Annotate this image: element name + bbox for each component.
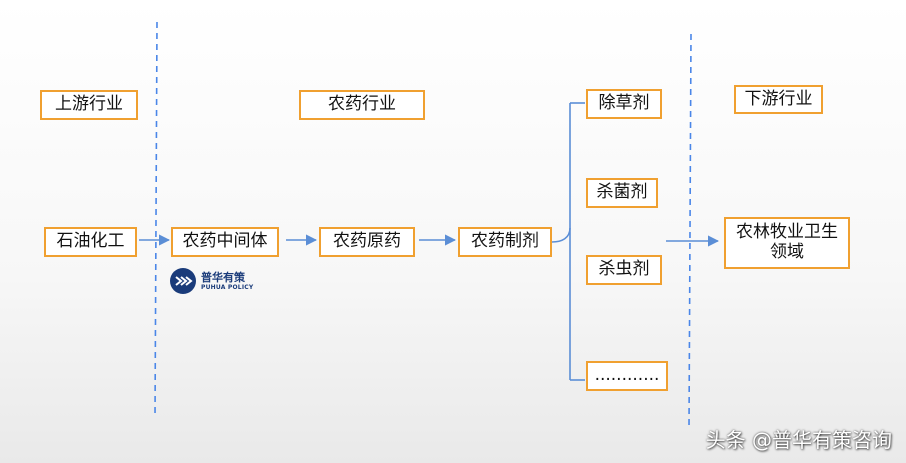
logo-text-en: PUHUA POLICY (201, 283, 254, 291)
node-technical: 农药原药 (319, 227, 415, 257)
divider-line-left (154, 21, 158, 419)
logo-text-cn: 普华有策 (201, 270, 245, 284)
node-downstream-field: 农林牧业卫生领域 (724, 217, 850, 269)
header-pesticide: 农药行业 (299, 90, 425, 120)
node-formulation: 农药制剂 (458, 227, 552, 257)
node-others: ............ (586, 361, 668, 391)
logo: 普华有策 PUHUA POLICY (169, 266, 259, 296)
puhua-logo-icon (170, 268, 196, 294)
formulation-bracket (551, 227, 571, 243)
header-downstream: 下游行业 (734, 85, 823, 114)
node-fungicide: 杀菌剂 (586, 178, 658, 208)
node-herbicide: 除草剂 (586, 89, 662, 119)
node-insecticide: 杀虫剂 (586, 255, 662, 285)
node-intermediate: 农药中间体 (171, 227, 279, 257)
divider-line-right (688, 33, 692, 429)
node-petrochemical: 石油化工 (44, 227, 137, 257)
watermark: 头条 @普华有策咨询 (705, 428, 892, 452)
header-upstream: 上游行业 (40, 90, 138, 120)
